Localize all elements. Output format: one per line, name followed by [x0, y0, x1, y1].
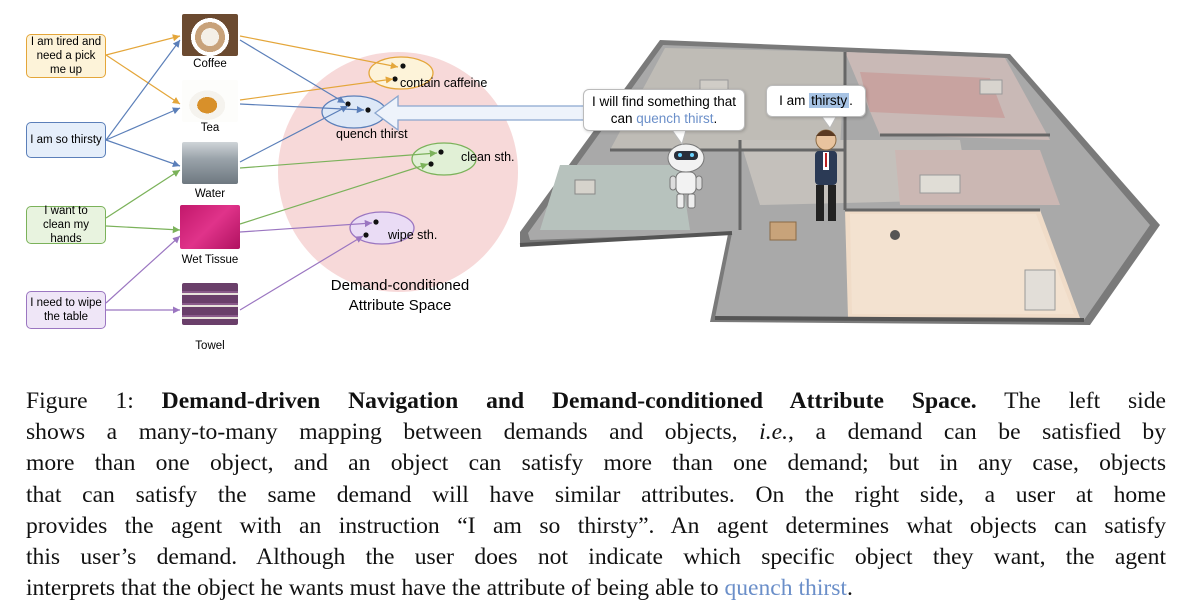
demand-clean-hands: I want to clean my hands [26, 205, 106, 245]
attribute-label-clean: clean sth. [461, 150, 515, 164]
water-tap-image [182, 142, 238, 184]
object-label-water: Water [194, 188, 226, 200]
demand-tired: I am tired and need a pick me up [26, 34, 106, 78]
attribute-label-thirst: quench thirst [336, 127, 408, 141]
agent-speech-bubble: I will find something that can quench th… [583, 89, 745, 131]
demand-wipe-table: I need to wipe the table [26, 291, 106, 329]
object-label-tea: Tea [200, 122, 220, 134]
attribute-clean-ellipse [411, 142, 477, 176]
object-label-wet-tissue: Wet Tissue [181, 254, 239, 266]
user-person-icon [815, 129, 837, 221]
caption-title: Demand-driven Navigation and Demand-cond… [161, 388, 977, 414]
attribute-label-wipe: wipe sth. [388, 228, 438, 242]
attribute-space-label: Demand-conditioned Attribute Space [330, 277, 470, 314]
attribute-label-caffeine: contain caffeine [400, 76, 488, 90]
house-scene [519, 40, 1160, 325]
figure-1: I am tired and need a pick me up I am so… [26, 14, 1160, 352]
object-label-towel: Towel [195, 340, 225, 352]
robot-agent-icon [667, 143, 705, 209]
tea-image [182, 80, 238, 122]
demand-thirsty: I am so thirsty [26, 122, 106, 158]
object-label-coffee: Coffee [193, 58, 227, 70]
user-speech-bubble: I am thirsty. [766, 85, 866, 117]
wet-tissue-image [180, 205, 240, 249]
figure-diagram [105, 34, 1160, 325]
coffee-image [182, 14, 238, 56]
figure-caption: Figure 1: Demand-driven Navigation and D… [26, 388, 1167, 602]
towel-image [182, 283, 238, 325]
